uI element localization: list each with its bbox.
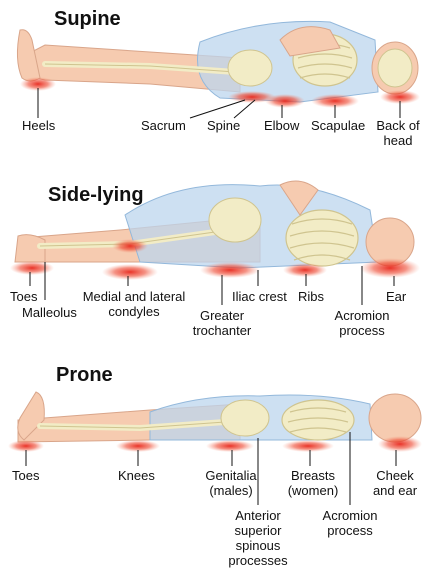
label-genitalia-line-1: Genitalia (196, 468, 266, 483)
prone-pelvis (221, 400, 269, 436)
prone-ribcage (282, 400, 354, 440)
side-knee-pressure (112, 239, 148, 253)
supine-pelvis (228, 50, 272, 86)
label-condyles: Medial and lateral condyles (78, 289, 190, 319)
side-condyles-pressure (102, 264, 158, 280)
prone-genitalia-pressure (206, 440, 254, 452)
prone-title: Prone (56, 364, 113, 387)
side-ear-pressure (360, 258, 420, 278)
label-condyles-line-2: condyles (78, 304, 190, 319)
label-side-toes: Toes (10, 289, 37, 304)
label-scapulae: Scapulae (311, 118, 365, 133)
side-ribcage (286, 210, 358, 266)
label-breasts-line-1: Breasts (280, 468, 346, 483)
label-ribs: Ribs (298, 289, 324, 304)
label-prone-toes: Toes (12, 468, 39, 483)
label-breasts-line-2: (women) (280, 483, 346, 498)
label-prone-acromion-line-2: process (314, 523, 386, 538)
label-back-of-head-line-2: head (374, 133, 422, 148)
label-asis-line-2: superior (222, 523, 294, 538)
label-cheek-ear-line-2: and ear (368, 483, 422, 498)
label-asis-line-1: Anterior (222, 508, 294, 523)
label-spine: Spine (207, 118, 240, 133)
label-sacrum: Sacrum (141, 118, 186, 133)
supine-skull (378, 49, 412, 87)
side-toes-pressure (10, 261, 54, 275)
prone-breasts-pressure (282, 440, 334, 452)
label-asis-line-3: spinous (222, 538, 294, 553)
side-hip-pressure (200, 262, 260, 278)
supine-elbow-pressure (265, 94, 305, 108)
prone-cheek-pressure (378, 436, 422, 452)
label-elbow: Elbow (264, 118, 299, 133)
label-genitalia: Genitalia (males) (196, 468, 266, 498)
label-greater-trochanter: Greater trochanter (186, 308, 258, 338)
label-malleolus: Malleolus (22, 305, 77, 320)
prone-head (369, 394, 421, 442)
label-ear: Ear (386, 289, 406, 304)
label-knees: Knees (118, 468, 155, 483)
label-back-of-head-line-1: Back of (374, 118, 422, 133)
label-heels: Heels (22, 118, 55, 133)
label-prone-acromion: Acromion process (314, 508, 386, 538)
label-asis-line-4: processes (222, 553, 294, 568)
label-condyles-line-1: Medial and lateral (78, 289, 190, 304)
label-greater-trochanter-line-1: Greater (186, 308, 258, 323)
label-side-acromion: Acromion process (326, 308, 398, 338)
label-side-acromion-line-2: process (326, 323, 398, 338)
label-breasts: Breasts (women) (280, 468, 346, 498)
label-cheek-ear-line-1: Cheek (368, 468, 422, 483)
label-prone-acromion-line-1: Acromion (314, 508, 386, 523)
side-pelvis (209, 198, 261, 242)
label-greater-trochanter-line-2: trochanter (186, 323, 258, 338)
label-back-of-head: Back of head (374, 118, 422, 148)
supine-title: Supine (54, 8, 121, 31)
label-cheek-ear: Cheek and ear (368, 468, 422, 498)
label-side-acromion-line-1: Acromion (326, 308, 398, 323)
label-asis: Anterior superior spinous processes (222, 508, 294, 568)
side-lying-title: Side-lying (48, 184, 144, 207)
label-iliac-crest: Iliac crest (232, 289, 287, 304)
side-ribs-pressure (283, 263, 327, 277)
supine-figure (17, 21, 420, 118)
label-genitalia-line-2: (males) (196, 483, 266, 498)
